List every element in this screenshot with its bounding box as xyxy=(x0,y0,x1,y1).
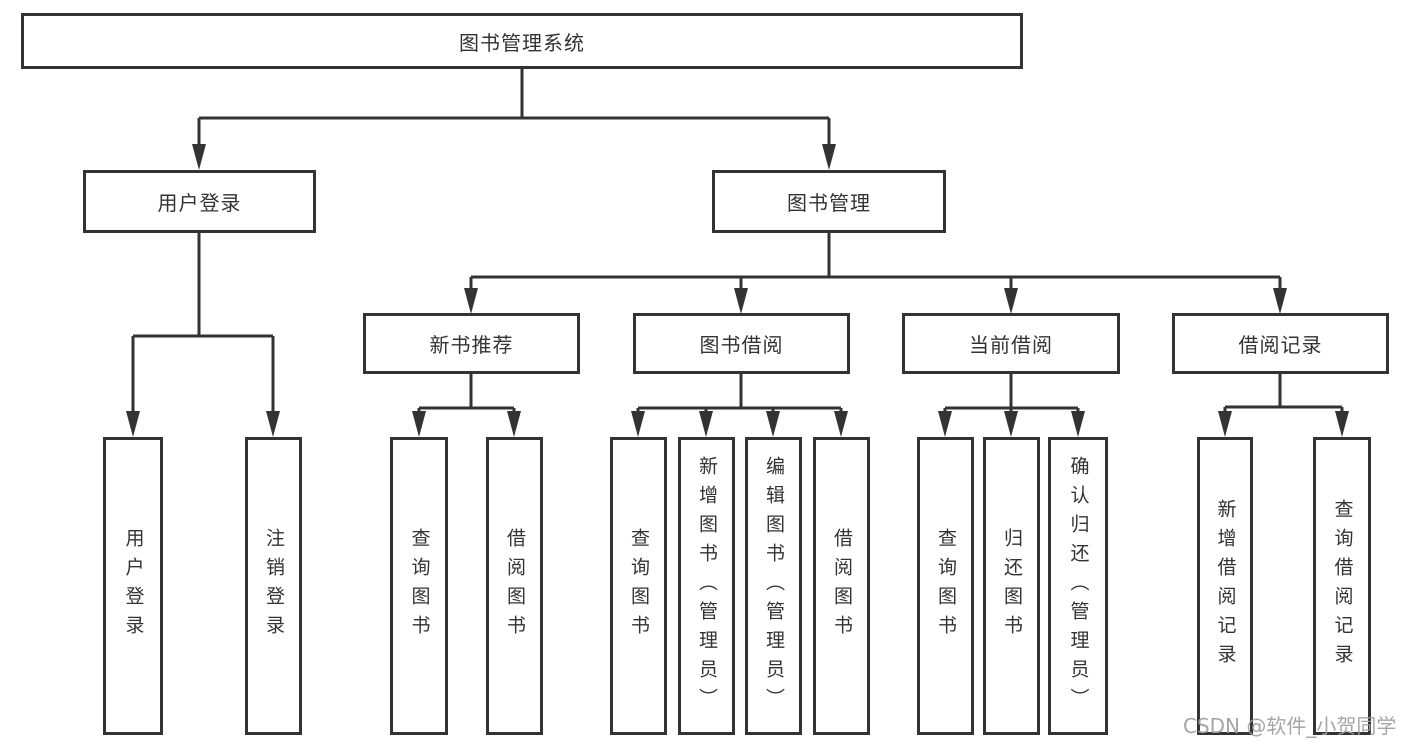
arrowhead-down-icon xyxy=(1004,288,1018,314)
leaf-label: 查询图书 xyxy=(408,528,431,644)
leaf-label: 新增图书（管理员） xyxy=(696,455,718,717)
leaf-label: 确认归还（管理员） xyxy=(1067,455,1090,717)
connector-bookmgmt-to-level3 xyxy=(469,233,1282,289)
connector-borrowrecords-to-children xyxy=(1223,374,1344,412)
arrowhead-down-icon xyxy=(734,288,748,314)
leaf-label: 归还图书 xyxy=(1001,528,1023,644)
node-leaf-brec-add-record: 新增借阅记录 xyxy=(1197,437,1253,735)
leaf-label: 借阅图书 xyxy=(831,528,853,644)
arrowhead-down-icon xyxy=(822,144,836,170)
arrowhead-down-icon xyxy=(412,411,426,437)
connector-newbook-to-children xyxy=(417,374,516,412)
arrowhead-down-icon xyxy=(464,288,478,314)
arrowhead-down-icon xyxy=(766,411,780,437)
node-leaf-logout: 注销登录 xyxy=(245,437,302,735)
arrowhead-down-icon xyxy=(507,411,521,437)
leaf-label: 新增借阅记录 xyxy=(1214,499,1237,673)
node-new-book-recommend: 新书推荐 xyxy=(363,313,580,374)
arrowhead-down-icon xyxy=(1273,288,1287,314)
leaf-label: 注销登录 xyxy=(263,528,285,644)
node-leaf-cbw-return-books: 归还图书 xyxy=(983,437,1040,735)
node-leaf-cbw-query-books: 查询图书 xyxy=(917,437,974,735)
leaf-label: 用户登录 xyxy=(122,528,145,644)
csdn-watermark: CSDN @软件_小贺同学 xyxy=(1183,714,1397,738)
arrowhead-down-icon xyxy=(1335,411,1349,437)
leaf-label: 查询借阅记录 xyxy=(1331,499,1354,673)
connector-root-to-level2 xyxy=(197,69,831,145)
node-current-borrow: 当前借阅 xyxy=(902,313,1120,374)
leaf-label: 编辑图书（管理员） xyxy=(763,455,785,717)
connector-bookborrow-to-children xyxy=(636,374,843,412)
node-leaf-bbw-query-books: 查询图书 xyxy=(610,437,667,735)
leaf-label: 查询图书 xyxy=(935,528,957,644)
node-library-management-system: 图书管理系统 xyxy=(21,13,1023,69)
connector-currentborrow-to-children xyxy=(943,374,1080,412)
leaf-label: 查询图书 xyxy=(628,528,650,644)
node-leaf-nbr-borrow-books: 借阅图书 xyxy=(486,437,543,735)
arrowhead-down-icon xyxy=(699,411,713,437)
arrowhead-down-icon xyxy=(938,411,952,437)
arrowhead-down-icon xyxy=(1218,411,1232,437)
node-leaf-bbw-add-books-admin: 新增图书（管理员） xyxy=(678,437,735,735)
node-leaf-bbw-borrow-books: 借阅图书 xyxy=(813,437,870,735)
node-leaf-user-login: 用户登录 xyxy=(103,437,163,735)
connector-userlogin-to-children xyxy=(131,233,275,412)
arrowhead-down-icon xyxy=(834,411,848,437)
arrowhead-down-icon xyxy=(192,144,206,170)
node-leaf-bbw-edit-books-admin: 编辑图书（管理员） xyxy=(745,437,802,735)
node-leaf-brec-query-record: 查询借阅记录 xyxy=(1313,437,1371,735)
node-book-management: 图书管理 xyxy=(712,170,946,233)
arrowhead-down-icon xyxy=(1004,411,1018,437)
leaf-label: 借阅图书 xyxy=(504,528,526,644)
arrowhead-down-icon xyxy=(1071,411,1085,437)
node-book-borrow: 图书借阅 xyxy=(633,313,850,374)
arrowhead-down-icon xyxy=(631,411,645,437)
arrowhead-down-icon xyxy=(126,411,140,437)
arrowhead-down-icon xyxy=(266,411,280,437)
node-leaf-nbr-query-books: 查询图书 xyxy=(390,437,448,735)
node-leaf-cbw-confirm-return-admin: 确认归还（管理员） xyxy=(1048,437,1108,735)
node-user-login: 用户登录 xyxy=(83,170,316,233)
node-borrow-records: 借阅记录 xyxy=(1172,313,1389,374)
